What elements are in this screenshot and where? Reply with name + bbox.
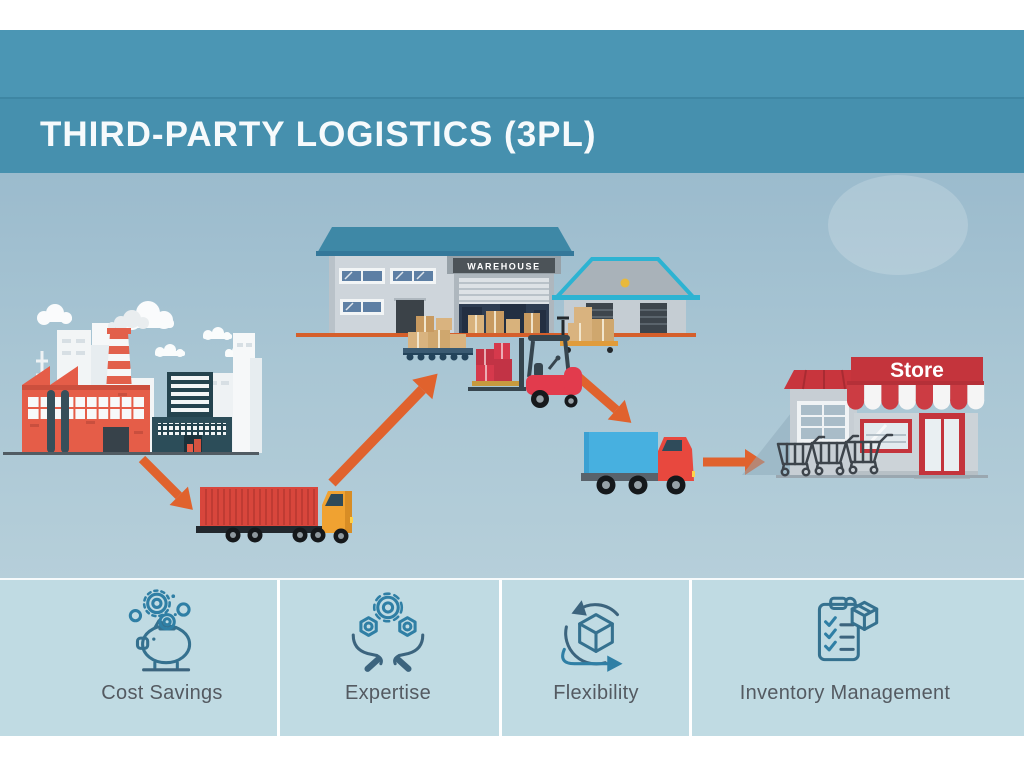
- flow-arrows: [138, 369, 765, 510]
- store-sign: [851, 357, 983, 384]
- feature-flexibility: Flexibility: [446, 586, 746, 705]
- factory-illustration: [3, 310, 262, 455]
- delivery-truck-illustration: [581, 432, 695, 495]
- feature-label: Flexibility: [553, 682, 639, 704]
- feature-divider: [499, 580, 502, 736]
- flow-arrow-truck-to-warehouse: [328, 373, 438, 487]
- features-band: Cost Savings: [0, 578, 1024, 736]
- store-sign-label: Store: [890, 359, 944, 382]
- feature-label: Expertise: [344, 682, 432, 704]
- feature-label: Inventory Management: [739, 682, 951, 704]
- page-title: THIRD-PARTY LOGISTICS (3PL): [40, 115, 597, 154]
- hands-holding-gears-icon: [342, 586, 434, 678]
- background-highlight-circle: [828, 175, 968, 275]
- store-awning: [847, 381, 985, 410]
- bottom-margin: [0, 736, 1024, 759]
- boxes-inside-warehouse: [468, 311, 540, 333]
- warehouse-sign: [453, 258, 555, 273]
- feature-divider: [277, 580, 280, 736]
- warehouse-sign-label: WAREHOUSE: [467, 262, 540, 272]
- feature-label: Cost Savings: [101, 682, 223, 704]
- header-strip: [0, 30, 1024, 97]
- store-illustration: Store: [742, 357, 988, 479]
- feature-divider: [689, 580, 692, 736]
- conveyor-boxes-illustration: [403, 316, 473, 361]
- title-band: THIRD-PARTY LOGISTICS (3PL): [0, 97, 1024, 173]
- warehouse-windows: [339, 268, 436, 315]
- logistics-flow-illustration: WAREHOUSE: [0, 173, 1024, 580]
- semi-truck-illustration: [196, 487, 353, 544]
- clipboard-checklist-box-icon: [799, 586, 891, 678]
- flow-arrow-warehouse-to-delivery: [571, 369, 632, 423]
- feature-cost-savings: Cost Savings: [12, 586, 312, 705]
- feature-inventory-management: Inventory Management: [695, 586, 995, 705]
- flow-arrow-factory-to-truck: [138, 455, 193, 510]
- feature-expertise: Expertise: [238, 586, 538, 705]
- warehouse-ground-line: [296, 333, 696, 337]
- warehouse-illustration: WAREHOUSE: [296, 227, 700, 337]
- piggy-bank-coins-icon: [116, 586, 208, 678]
- forklift-illustration: [468, 335, 582, 408]
- cube-rotation-arrows-icon: [550, 586, 642, 678]
- scene-canvas: WAREHOUSE: [3, 175, 988, 544]
- top-margin: [0, 0, 1024, 30]
